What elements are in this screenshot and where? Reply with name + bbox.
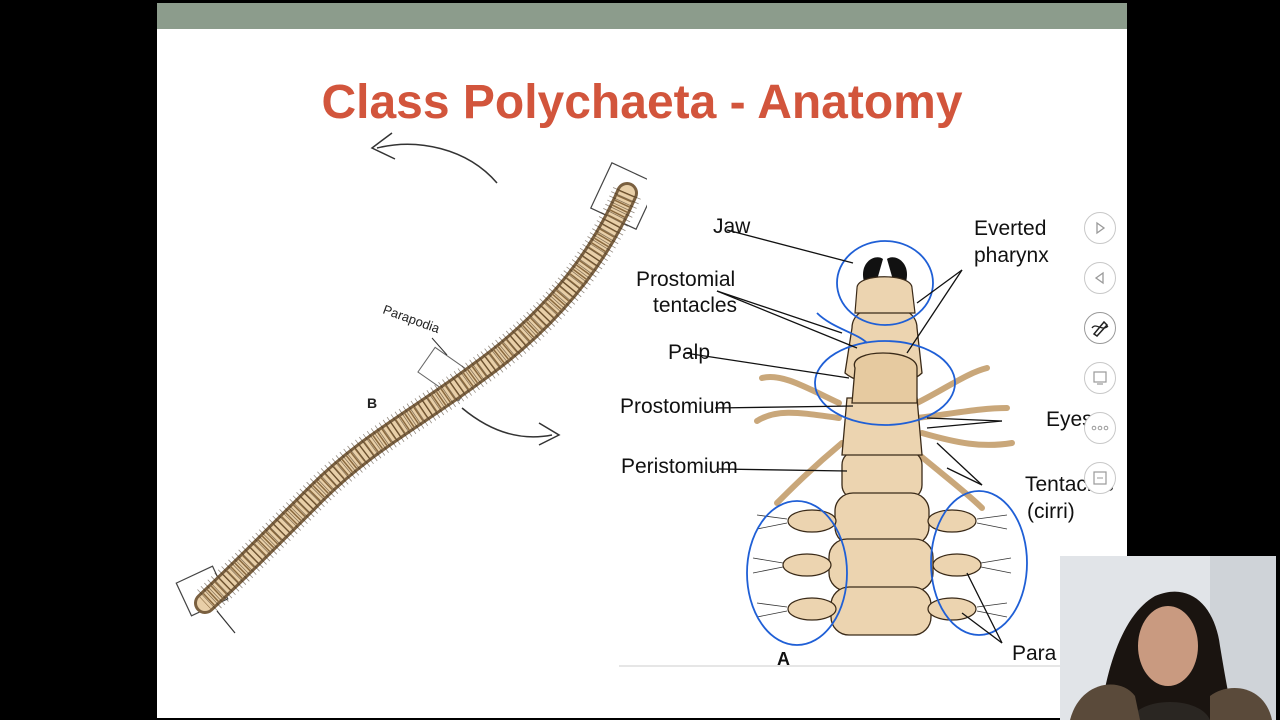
zoom-button[interactable] — [1084, 462, 1116, 494]
chaetae-bristles — [752, 514, 1012, 618]
label-peristomium: Peristomium — [621, 455, 738, 478]
arrow-down-right — [461, 407, 553, 438]
figure-b-whole-worm: Parapodia B — [175, 132, 647, 634]
label-jaw: Jaw — [713, 215, 751, 238]
presenter-video — [1060, 556, 1276, 720]
label-tentacles-2: (cirri) — [1027, 500, 1075, 523]
leader-lines — [619, 229, 1127, 667]
tail-tip — [216, 610, 236, 634]
label-palp: Palp — [668, 341, 710, 364]
play-right-icon — [1096, 221, 1106, 235]
ellipsis-icon — [1091, 425, 1109, 431]
label-everted-pharynx-2: pharynx — [974, 244, 1049, 267]
slide-title: Class Polychaeta - Anatomy — [321, 76, 963, 129]
blue-annotations — [746, 240, 1028, 646]
arrow-up-left — [376, 143, 498, 184]
label-prostomial-tentacles-2: tentacles — [653, 294, 737, 317]
label-eyes: Eyes — [1046, 408, 1093, 431]
label-parapodia-partial: Para — [1012, 642, 1057, 665]
label-prostomial-tentacles-1: Prostomial — [636, 268, 735, 291]
see-all-slides-button[interactable] — [1084, 362, 1116, 394]
slides-grid-icon — [1093, 371, 1107, 385]
panel-letter-b: B — [367, 395, 377, 411]
panel-letter-a: A — [777, 649, 790, 669]
presenter-webcam — [1060, 556, 1276, 720]
label-parapodia: Parapodia — [381, 302, 443, 337]
more-options-button[interactable] — [1084, 412, 1116, 444]
slide-top-bar — [157, 3, 1127, 29]
leader-parapodia — [431, 337, 448, 356]
zoom-icon — [1093, 471, 1107, 485]
slideshow-controls — [1084, 212, 1118, 502]
pharynx-top — [854, 276, 916, 314]
worm-segments — [199, 189, 635, 609]
previous-slide-button[interactable] — [1084, 262, 1116, 294]
label-everted-pharynx-1: Everted — [974, 217, 1046, 240]
arrow-head-up-left — [370, 132, 396, 160]
prostomium-head — [851, 352, 918, 404]
parapodia-lobes — [782, 509, 982, 621]
figure-a-anterior-close-up: Jaw Everted pharynx Prostomial tentacles… — [619, 215, 1127, 669]
play-left-icon — [1094, 271, 1104, 285]
slide: Class Polychaeta - Anatomy Parapodia B — [157, 3, 1127, 718]
label-prostomium: Prostomium — [620, 395, 732, 418]
next-slide-button[interactable] — [1084, 212, 1116, 244]
body-segments — [828, 397, 934, 636]
pen-tool-button[interactable] — [1084, 312, 1116, 344]
pen-icon — [1091, 320, 1109, 337]
arrow-head-down-right — [538, 422, 561, 446]
